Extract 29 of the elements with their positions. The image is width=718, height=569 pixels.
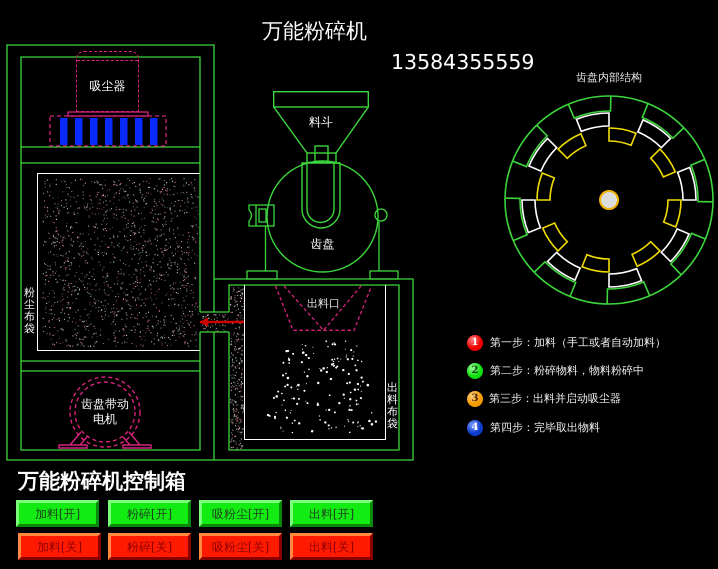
part-label: 料斗 [309, 115, 333, 130]
step-number: 3 [467, 391, 483, 407]
part-label: 出料口 [307, 296, 340, 311]
dust-collector [76, 51, 139, 112]
step-number: 4 [467, 420, 483, 436]
part-label: 吸尘器 [90, 79, 126, 94]
step-number: 2 [467, 363, 483, 379]
stop-button: 加料[关] [18, 533, 101, 560]
start-button: 粉碎[开] [108, 500, 191, 527]
start-button: 吸粉尘[开] [199, 500, 282, 527]
part-label: 齿盘带动电机 [80, 397, 130, 427]
flow-arrow [199, 318, 244, 326]
step-text: 第二步：粉碎物料，物料粉碎中 [490, 364, 644, 378]
phone-number: 13584355559 [391, 49, 534, 76]
stop-button: 出料[关] [290, 533, 373, 560]
part-label: 出料布袋 [387, 382, 398, 430]
step-text: 第三步：出料并启动吸尘器 [489, 392, 621, 406]
part-label: 粉尘布袋 [24, 287, 35, 336]
start-button: 加料[开] [16, 500, 99, 527]
step-number: 1 [467, 335, 483, 351]
step-text: 第四步：完毕取出物料 [490, 421, 600, 435]
step-text: 第一步：加料（手工或者自动加料） [490, 336, 666, 350]
part-label: 齿盘 [310, 237, 334, 252]
stop-button: 吸粉尘[关] [199, 533, 282, 560]
panel-title: 万能粉碎机控制箱 [18, 468, 186, 495]
diagram-title: 万能粉碎机 [262, 18, 367, 45]
diagram-heading: 齿盘内部结构 [576, 70, 642, 85]
stop-button: 粉碎[关] [108, 533, 191, 560]
start-button: 出料[开] [290, 500, 373, 527]
